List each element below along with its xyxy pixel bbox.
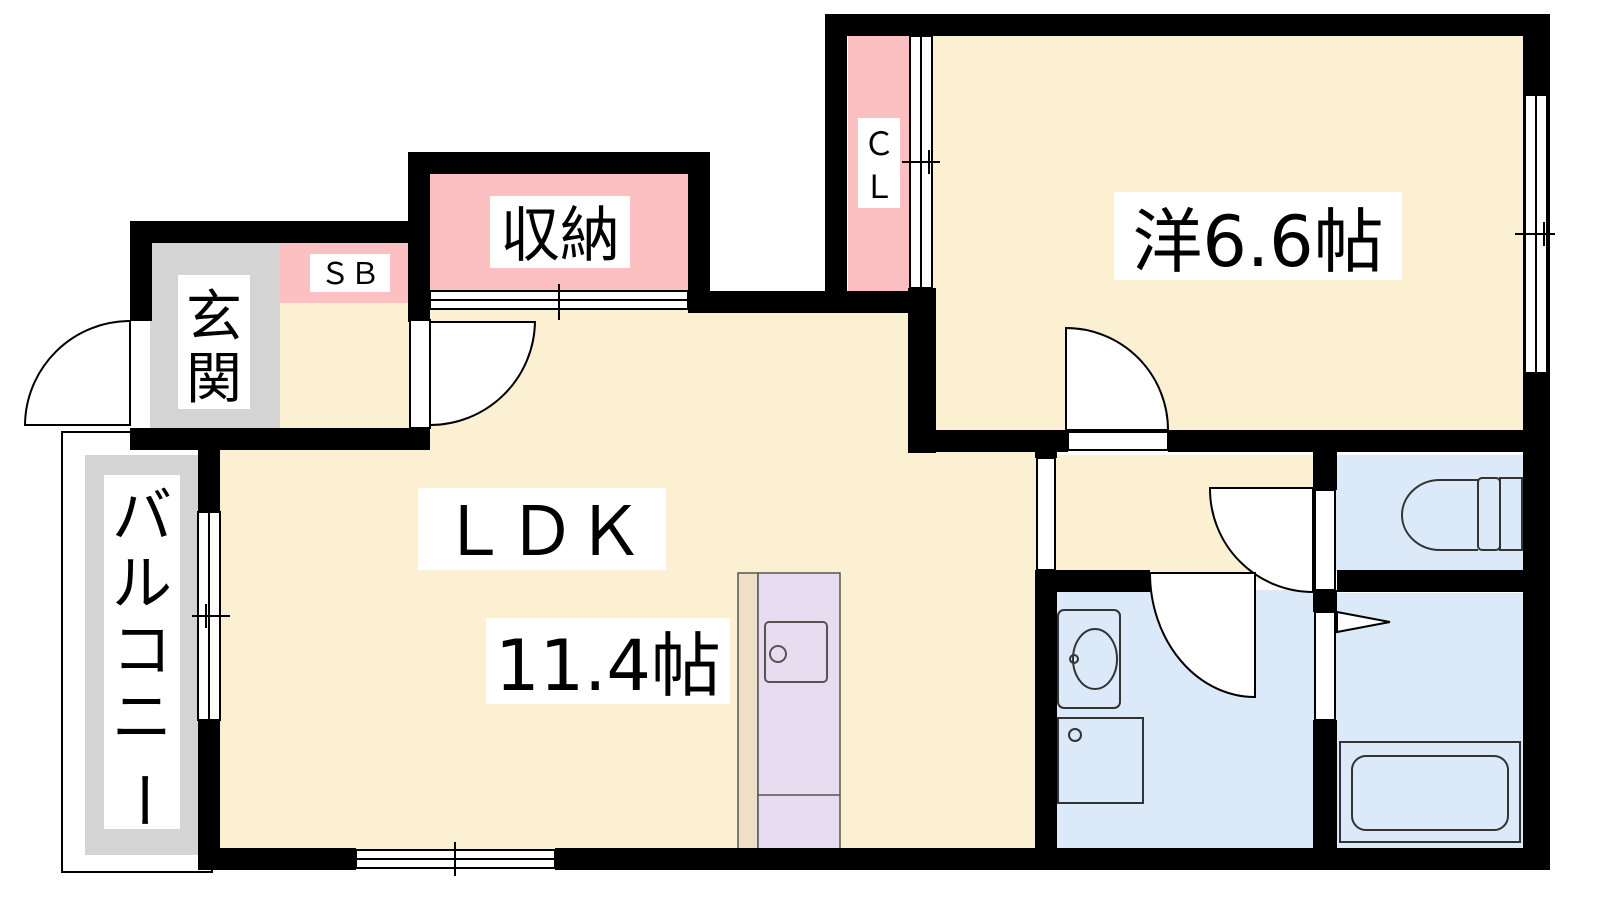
windows [197,35,1548,869]
toilet-floor [1335,455,1525,573]
entrance-label-bg [178,275,250,409]
ldk-name-label-bg [418,488,666,570]
walls [130,14,1550,870]
basin [1057,609,1121,709]
hall-floor [280,295,420,435]
entrance-label-1: 玄 [186,285,242,350]
western-room-label: 洋6.6帖 [1132,201,1383,283]
balcony-label-5: ー [107,770,177,830]
kitchen-counter-edge [737,572,759,851]
balcony-label-4: ニ [112,683,172,753]
bathtub [1339,741,1521,843]
balcony-label-3: コ [112,616,172,686]
fixtures [1057,477,1523,843]
balcony-label-1: バ [112,482,172,552]
entrance-label-2: 関 [186,347,242,412]
kitchen-counter [757,572,841,851]
storage-label-bg [490,196,630,268]
window-ticks [192,150,1555,876]
door-swings [23,319,1391,699]
ldk-size-label: 11.4帖 [495,625,721,707]
balcony-label-bg [104,475,180,829]
western-room-label-bg [1114,192,1402,280]
bathroom-floor [1335,593,1525,855]
ldk-size-label-bg [486,618,730,704]
shoe-box-label-bg [310,254,390,292]
closet-label-l: Ｌ [863,168,895,206]
washing-machine [1057,717,1144,804]
ldk-name-label: ＬＤＫ [440,493,644,572]
balcony-label-2: ル [112,549,172,619]
kitchen-sink [764,621,828,683]
kitchen-faucet [769,645,787,663]
toilet-bowl [1401,479,1478,551]
shoe-box-label: ＳＢ [320,257,380,292]
closet-label-bg [858,118,900,208]
closet-label-c: Ｃ [863,125,895,163]
storage-label: 収納 [500,201,620,271]
